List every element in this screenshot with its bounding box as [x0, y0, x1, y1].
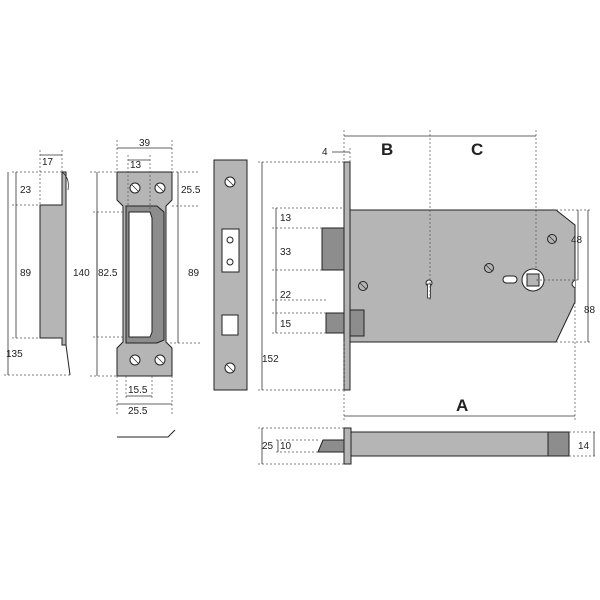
- dim-13-lock: 13: [280, 213, 292, 224]
- strike-plate-front-view: 39 13 25.5 140 82.5 89 15.5 25.5: [73, 138, 201, 438]
- dim-15-5: 15.5: [128, 385, 148, 396]
- dim-39: 39: [139, 138, 151, 149]
- label-a: A: [456, 396, 468, 415]
- screw-icon: [154, 354, 166, 366]
- dim-17: 17: [42, 157, 54, 168]
- screw-icon: [547, 234, 557, 244]
- label-c: C: [471, 140, 483, 159]
- label-b: B: [381, 140, 393, 159]
- dim-13: 13: [130, 160, 142, 171]
- keyhole-icon: [425, 279, 433, 299]
- dim-4: 4: [322, 147, 328, 158]
- screw-icon: [224, 176, 236, 188]
- dim-89: 89: [20, 268, 32, 279]
- forend-front-view: [213, 159, 248, 391]
- dim-82-5: 82.5: [98, 268, 118, 279]
- lock-body-side-view: B C 4 152 13 33 22 15 48 88 A: [258, 130, 596, 420]
- spindle-square-icon: [521, 268, 545, 292]
- dim-10: 10: [280, 441, 292, 452]
- dim-15: 15: [280, 319, 292, 330]
- dim-23: 23: [20, 185, 32, 196]
- dim-135: 135: [6, 349, 23, 360]
- screw-icon: [154, 182, 166, 194]
- dim-89-front: 89: [188, 268, 200, 279]
- lock-bottom-view: 25 10 14: [258, 427, 596, 465]
- dim-25-5-top: 25.5: [181, 185, 201, 196]
- screw-icon: [129, 182, 141, 194]
- dim-14: 14: [578, 441, 590, 452]
- screw-icon: [484, 263, 494, 273]
- dim-48: 48: [571, 235, 583, 246]
- dim-22: 22: [280, 290, 292, 301]
- dim-152: 152: [262, 354, 279, 365]
- dim-33: 33: [280, 247, 292, 258]
- screw-icon: [358, 281, 368, 291]
- dim-25: 25: [262, 441, 274, 452]
- dim-140: 140: [73, 268, 90, 279]
- dim-25-5-bottom: 25.5: [128, 406, 148, 417]
- screw-icon: [129, 354, 141, 366]
- screw-icon: [224, 362, 236, 374]
- dim-88: 88: [584, 305, 596, 316]
- strike-plate-side-view: 17 23 89 135: [4, 150, 71, 376]
